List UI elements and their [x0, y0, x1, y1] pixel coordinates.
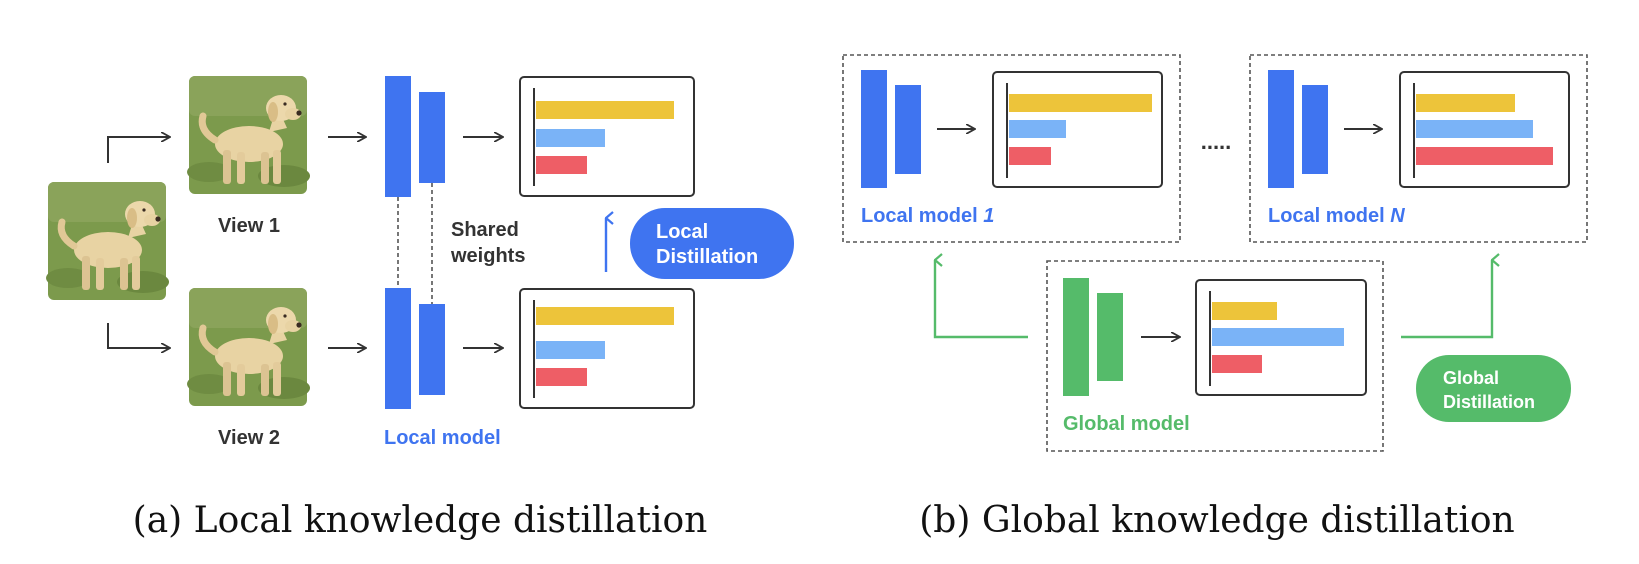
- local-model-label: Local model: [384, 427, 501, 449]
- local-model-1-box: Local model 1: [842, 54, 1181, 243]
- branch-arrow-top: [107, 137, 170, 163]
- bar-global-lightblue: [1212, 328, 1344, 346]
- bar-bottom-lightblue: [536, 341, 605, 359]
- bar-top-red: [536, 156, 587, 174]
- bar-bottom-red: [536, 368, 587, 386]
- global-to-local1-arrow: [933, 260, 1028, 339]
- caption-b: (b) Global knowledge distillation: [919, 500, 1514, 541]
- bar-top-lightblue: [536, 129, 605, 147]
- panel-b: Local model 1 ..... Local model N: [842, 54, 1588, 541]
- bar-local1-yellow: [1009, 94, 1152, 112]
- caption-a: (a) Local knowledge distillation: [133, 500, 708, 541]
- bar-top-yellow: [536, 101, 674, 119]
- global-model-box: Global model: [1046, 260, 1384, 452]
- local-distillation-label: Local Distillation: [656, 221, 758, 268]
- input-dog-image: [46, 182, 169, 300]
- bar-localn-lightblue: [1416, 120, 1533, 138]
- ellipsis: .....: [1201, 129, 1232, 154]
- view-2-label: View 2: [218, 427, 280, 449]
- branch-arrow-bottom: [107, 323, 170, 348]
- local-network-top: [385, 76, 445, 197]
- output-box-bottom: [519, 288, 695, 409]
- bar-bottom-yellow: [536, 307, 674, 325]
- bar-local1-lightblue: [1009, 120, 1066, 138]
- bar-local1-red: [1009, 147, 1051, 165]
- panel-a: View 1 View 2 Shared weights Local model: [46, 76, 794, 541]
- bar-global-red: [1212, 355, 1262, 373]
- view-2-image: [187, 288, 310, 406]
- view-1-label: View 1: [218, 215, 280, 237]
- bar-localn-red: [1416, 147, 1553, 165]
- local-model-n-box: Local model N: [1249, 54, 1588, 243]
- global-distillation-pill: [1416, 355, 1571, 422]
- global-distillation-label: Global Distillation: [1443, 368, 1535, 412]
- global-to-localn-arrow: [1401, 260, 1492, 339]
- shared-weights-label: Shared weights: [450, 219, 525, 267]
- local-model-n-label: Local model N: [1268, 205, 1405, 227]
- global-model-label: Global model: [1063, 413, 1190, 435]
- local-distillation-pill: [630, 208, 794, 279]
- local-network-bottom: [385, 288, 445, 409]
- view-1-image: [187, 76, 310, 194]
- output-box-top: [519, 76, 695, 197]
- bar-global-yellow: [1212, 302, 1277, 320]
- bar-localn-yellow: [1416, 94, 1515, 112]
- local-model-1-label: Local model 1: [861, 205, 994, 227]
